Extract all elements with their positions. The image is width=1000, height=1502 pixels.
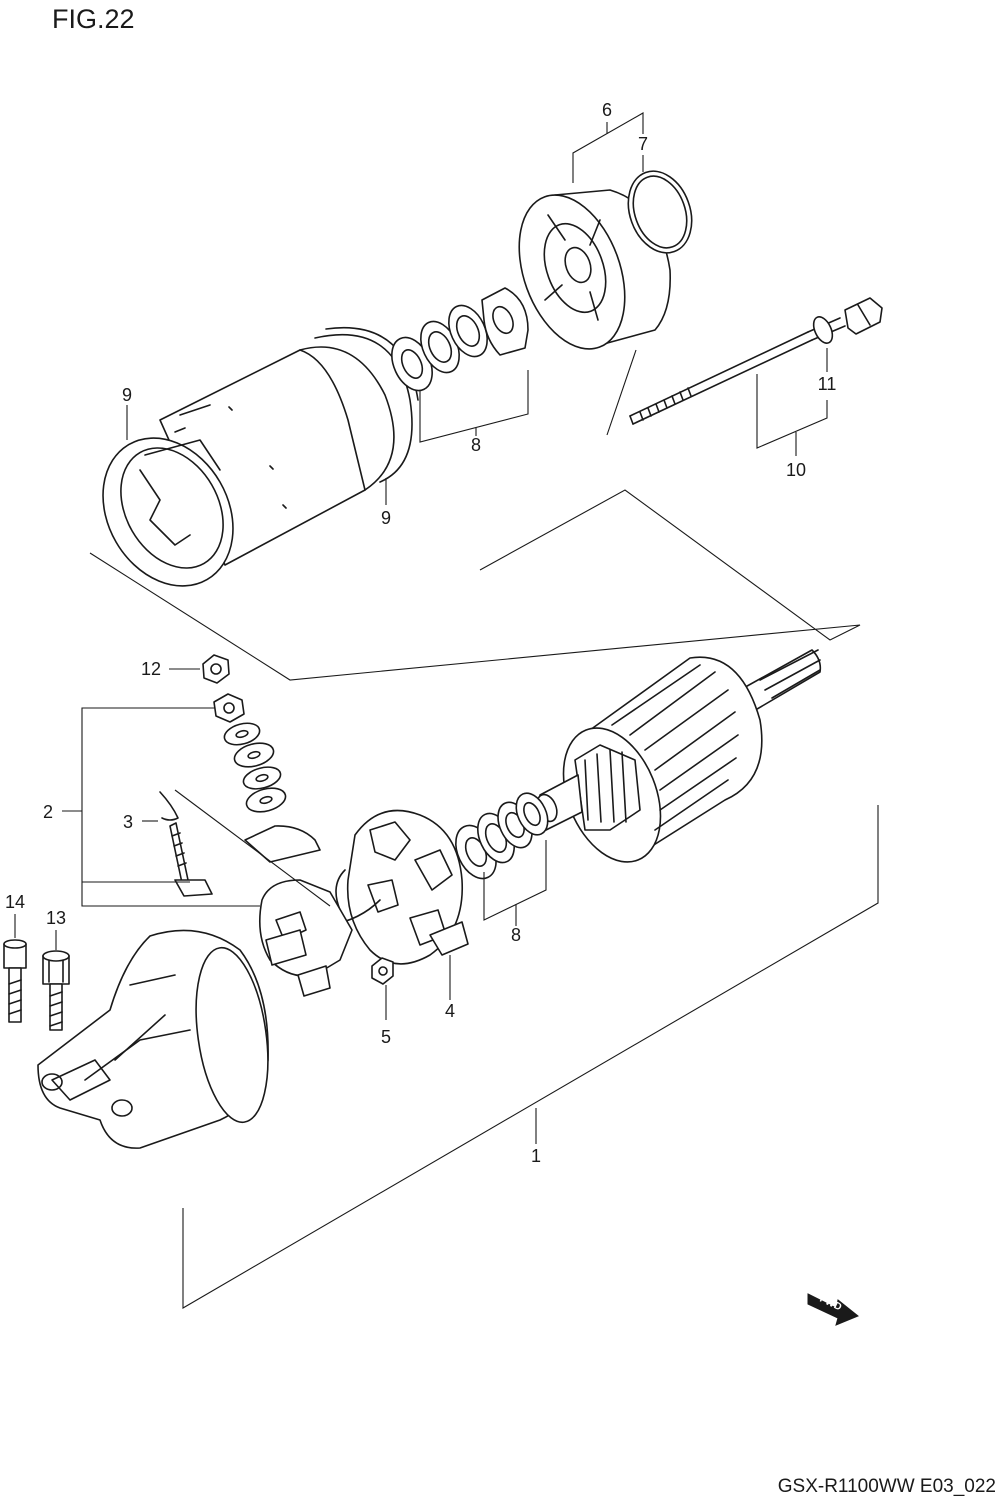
callout-12: 12: [141, 659, 161, 679]
callout-9-lower: 9: [381, 508, 391, 528]
bracket-1: [182, 805, 879, 1309]
bolt-leader: [606, 349, 637, 436]
upper-assembly: [89, 112, 883, 681]
front-housing: [37, 929, 269, 1149]
callout-7: 7: [638, 134, 648, 154]
bolt-14: [3, 939, 27, 1023]
armature: [536, 649, 822, 863]
callout-8-upper: 8: [471, 435, 481, 455]
brush-holder: [324, 809, 469, 965]
callout-11: 11: [818, 374, 837, 394]
fwd-arrow-icon: [807, 1293, 859, 1326]
bracket-6: [572, 112, 644, 183]
terminal-bolt: [159, 791, 213, 897]
bracket-8-upper: [419, 370, 529, 443]
thrust-washers-lower: [455, 792, 549, 880]
figure-title: FIG.22: [52, 4, 135, 34]
nut-5: [371, 957, 394, 985]
bracket-10-11: [756, 374, 828, 449]
diagonal-guide: [174, 789, 331, 907]
terminal-set: [244, 825, 353, 997]
callout-labels: 1 2 3 4 5 6 7 8 8 9 9 10 11 12 13 14: [5, 100, 836, 1166]
callout-8-lower: 8: [511, 925, 521, 945]
callout-13: 13: [46, 908, 66, 928]
fwd-direction-badge: FWD: [807, 1293, 859, 1326]
o-ring: [627, 170, 693, 254]
bolt-13: [42, 950, 70, 1031]
callout-4: 4: [445, 1001, 455, 1021]
nut-12: [202, 654, 230, 684]
yoke-front-ring: [102, 437, 234, 587]
callout-5: 5: [381, 1027, 391, 1047]
lower-assembly: [3, 649, 879, 1309]
callout-3: 3: [123, 812, 133, 832]
upper-group-outline: [89, 489, 861, 681]
callout-6: 6: [602, 100, 612, 120]
bracket-2: [81, 707, 260, 907]
through-bolt: [629, 297, 883, 425]
footer-code: GSX-R1100WW E03_022: [778, 1476, 996, 1497]
callout-1: 1: [531, 1146, 541, 1166]
insulator-stack: [213, 693, 287, 813]
thrust-washers-upper: [391, 287, 529, 392]
callout-14: 14: [5, 892, 25, 912]
callout-2: 2: [43, 802, 53, 822]
callout-9-left: 9: [122, 385, 132, 405]
bracket-8-lower: [483, 840, 547, 921]
callout-10: 10: [786, 460, 806, 480]
